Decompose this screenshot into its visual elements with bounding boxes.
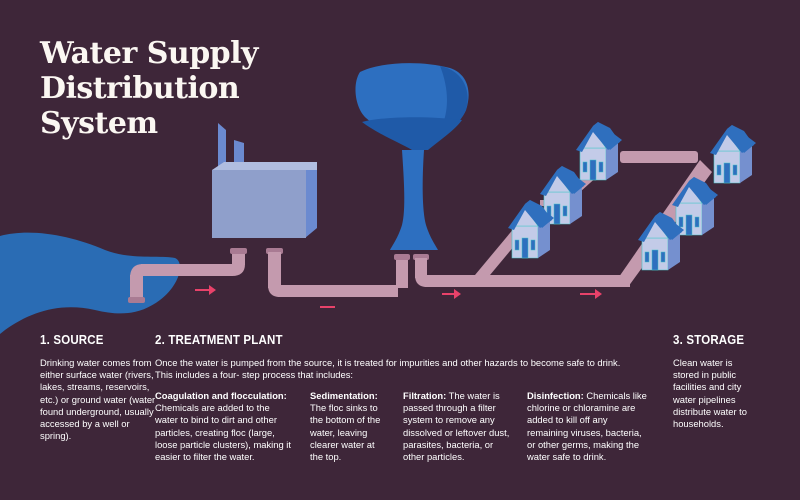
water-source (0, 232, 180, 334)
step-coagulation: Coagulation and flocculation: Chemicals … (155, 390, 293, 463)
flow-arrow-4 (320, 306, 335, 308)
step-sedimentation-title: Sedimentation: (310, 390, 378, 401)
treatment-intro-line-1: Once the water is pumped from the source… (155, 357, 621, 368)
step-coagulation-title: Coagulation and flocculation: (155, 390, 287, 401)
flow-arrow-3 (580, 289, 602, 299)
step-sedimentation: Sedimentation: The floc sinks to the bot… (310, 390, 386, 463)
source-text: Drinking water comes from either surface… (40, 357, 156, 442)
pipeline-source-to-plant (128, 248, 247, 303)
step-sedimentation-text: The floc sinks to the bottom of the wate… (310, 402, 381, 463)
water-tower (355, 63, 469, 250)
storage-text: Clean water is stored in public faciliti… (673, 357, 747, 430)
flow-arrows (195, 285, 602, 308)
flow-arrow-2 (442, 289, 461, 299)
step-filtration-title: Filtration: (403, 390, 447, 401)
step-filtration-text: The water is passed through a filter sys… (403, 390, 510, 463)
step-disinfection-text: Chemicals like chlorine or chloramine ar… (527, 390, 647, 463)
pipeline-plant-to-tower (266, 248, 410, 297)
step-coagulation-text: Chemicals are added to the water to bind… (155, 402, 291, 463)
flow-arrow-1 (195, 285, 216, 295)
source-heading: 1. SOURCE (40, 333, 104, 347)
plant-chimney-1 (218, 123, 226, 170)
house-1 (575, 121, 623, 181)
treatment-plant (212, 123, 317, 238)
storage-heading: 3. STORAGE (673, 333, 745, 347)
house-4 (709, 124, 757, 184)
treatment-intro-line-2: This includes a four- step process that … (155, 369, 354, 381)
step-filtration: Filtration: The water is passed through … (403, 390, 515, 463)
step-disinfection: Disinfection: Chemicals like chlorine or… (527, 390, 651, 463)
houses (507, 121, 757, 271)
title-line-2: Distribution (40, 71, 240, 106)
title-line-1: Water Supply (40, 36, 258, 71)
page-title: Water Supply Distribution System (40, 36, 258, 141)
step-disinfection-title: Disinfection: (527, 390, 584, 401)
title-line-3: System (40, 106, 158, 141)
treatment-heading: 2. TREATMENT PLANT (155, 333, 283, 347)
treatment-intro: Once the water is pumped from the source… (155, 357, 675, 381)
